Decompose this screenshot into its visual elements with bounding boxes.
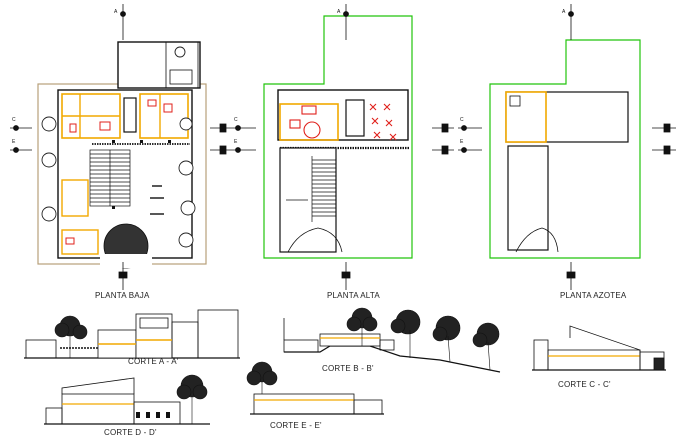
section-d-drawing [44, 377, 210, 425]
title-section-d: CORTE D - D' [104, 428, 157, 437]
upper-floor-plan [263, 15, 413, 259]
marker-c-left-1: C [12, 117, 16, 123]
marker-e-left-1: E [12, 139, 16, 145]
marker-e-left-3: E [460, 139, 464, 145]
section-b-trees [346, 307, 500, 371]
cut-markers [10, 4, 676, 290]
ground-floor-trees [41, 46, 196, 248]
marker-a-top-1: A [114, 9, 118, 15]
title-ground-floor: PLANTA BAJA [95, 291, 150, 300]
marker-a-top-2: A [337, 9, 341, 15]
ground-floor-plan [37, 41, 207, 269]
title-upper-floor: PLANTA ALTA [327, 291, 380, 300]
section-e-drawing [250, 393, 384, 415]
marker-e-left-2: E [234, 139, 238, 145]
marker-a-top-3: A [562, 9, 566, 15]
section-a-trees [54, 315, 88, 358]
title-roof: PLANTA AZOTEA [560, 291, 627, 300]
section-a-drawing [24, 309, 240, 359]
section-b-drawing [283, 318, 501, 373]
section-e-tree [246, 361, 278, 394]
title-section-a: CORTE A - A' [128, 357, 179, 366]
title-section-e: CORTE E - E' [270, 421, 322, 430]
title-section-b: CORTE B - B' [322, 364, 374, 373]
marker-c-left-3: C [460, 117, 464, 123]
section-c-drawing [532, 325, 666, 371]
section-d-tree [176, 374, 208, 424]
roof-plan [489, 39, 641, 259]
title-section-c: CORTE C - C' [558, 380, 611, 389]
marker-c-left-2: C [234, 117, 238, 123]
